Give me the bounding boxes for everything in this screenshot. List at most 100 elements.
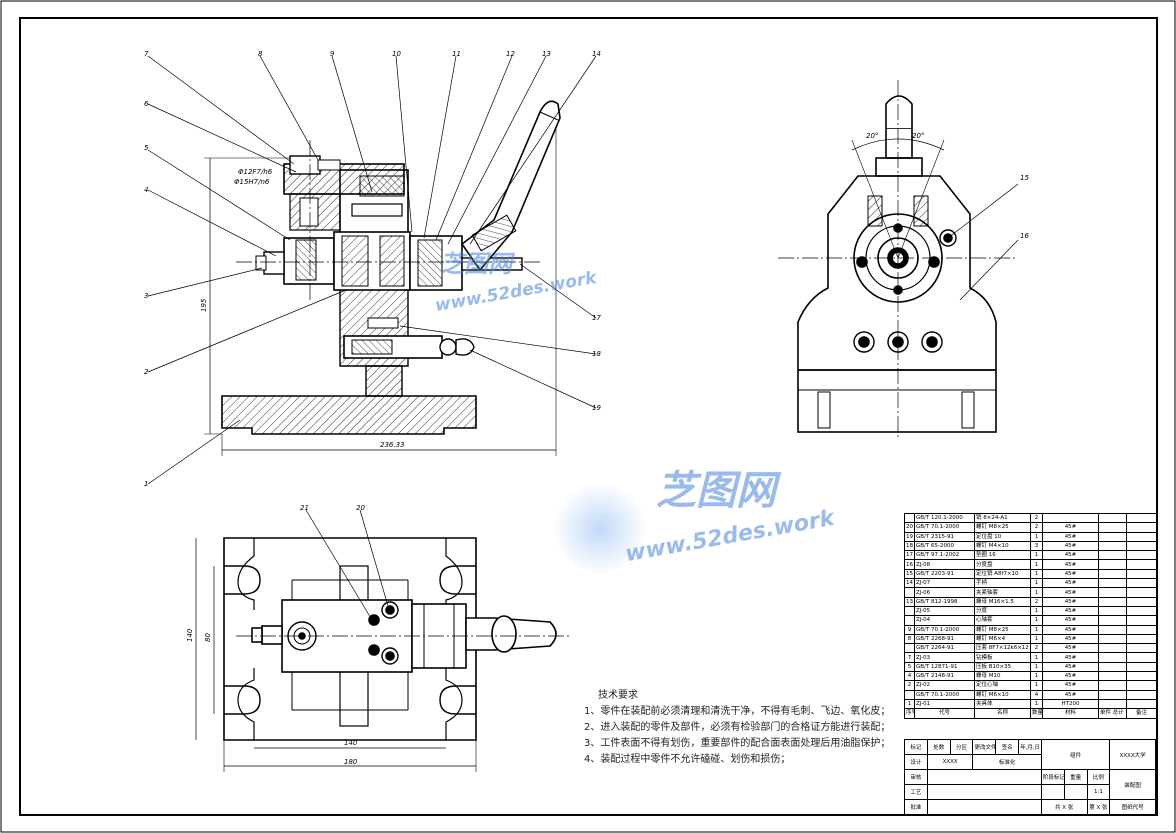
bom-cell: 45#	[1042, 531, 1099, 542]
tech-req-line-2: 2、进入装配的零件及部件，必须有检验部门的合格证方能进行装配；	[584, 722, 891, 733]
watermark-brand-2: 芝图网	[656, 468, 776, 514]
bom-cell: 18	[904, 540, 915, 552]
bom-cell: 1	[1030, 568, 1043, 580]
tb-process: 工艺	[904, 784, 928, 800]
dim-fit-2: Φ15H7/n6	[234, 178, 270, 186]
bom-cell	[1126, 550, 1157, 561]
bom-cell	[1126, 596, 1157, 607]
bom-cell	[1126, 540, 1157, 552]
bom-cell: ZJ-02	[914, 680, 975, 691]
bom-cell: 1	[1030, 578, 1043, 589]
bom-cell: 分度	[974, 605, 1031, 617]
bom-cell	[1098, 559, 1127, 570]
bom-cell	[1126, 587, 1157, 598]
bom-header-cell: 数量	[1030, 708, 1043, 719]
bom-cell: 手柄	[974, 578, 1031, 589]
bom-cell: 7	[904, 652, 915, 663]
bom-cell	[1126, 671, 1157, 682]
part-label-5: 5	[144, 144, 149, 152]
tb-sheet-total: 共 X 张	[1040, 799, 1088, 815]
bom-cell	[1098, 689, 1127, 700]
tech-req-title: 技术要求	[598, 690, 638, 701]
bom-cell: 13	[904, 596, 915, 607]
dim-236: 236.33	[380, 441, 405, 449]
bom-cell: ZJ-08	[914, 559, 975, 570]
bom-cell: ZJ-06	[914, 587, 975, 598]
bom-header-cell: 代号	[914, 708, 975, 719]
bom-cell: 1	[904, 698, 915, 710]
bom-cell	[1098, 661, 1127, 673]
tb-zone: 分区	[949, 739, 974, 755]
part-label-18: 18	[592, 350, 601, 358]
bom-cell: GB/T 70.1-2000	[914, 522, 975, 533]
bom-cell	[1126, 680, 1157, 691]
bom-cell	[1098, 633, 1127, 645]
bom-cell	[1098, 540, 1127, 552]
bom-cell: GB/T 120.1-2000	[914, 512, 975, 524]
bom-cell: GB/T 2264-91	[914, 643, 975, 654]
bom-cell	[1126, 522, 1157, 533]
bom-cell: 心轴套	[974, 615, 1031, 626]
part-label-16: 16	[1020, 232, 1029, 240]
part-label-4: 4	[144, 186, 148, 194]
part-label-8: 8	[258, 50, 263, 58]
bom-cell: 5	[904, 661, 915, 673]
bom-cell	[1098, 671, 1127, 682]
bom-cell	[1098, 615, 1127, 626]
bom-cell: 45#	[1042, 605, 1099, 617]
bom-cell	[904, 512, 915, 524]
bom-cell	[1126, 652, 1157, 663]
bom-cell: 销 8×24-A1	[974, 512, 1031, 524]
bom-header-cell: 材料	[1042, 708, 1099, 719]
bom-cell	[1126, 559, 1157, 570]
bom-cell	[904, 605, 915, 617]
bom-cell: 1	[1030, 550, 1043, 561]
part-label-1: 1	[144, 480, 148, 488]
tb-scale-value: 1:1	[1086, 784, 1111, 800]
tb-date: 年,月,日	[1018, 739, 1042, 755]
tech-req-line-4: 4、装配过程中零件不允许磕碰、划伤和损伤；	[584, 754, 791, 765]
bom-cell: GB/T 2268-91	[914, 633, 975, 645]
tb-sign: 签名	[995, 739, 1020, 755]
bom-cell: 45#	[1042, 587, 1099, 598]
bom-cell: 45#	[1042, 550, 1099, 561]
bom-header-row: 序号 代号 名称 数量 材料 单件 总计 重量 备注	[904, 708, 1157, 719]
bom-cell	[1098, 605, 1127, 617]
bom-cell: 45#	[1042, 671, 1099, 682]
tech-req-line-3: 3、工件表面不得有划伤，重要部件的配合面表面处理后用油脂保护；	[584, 738, 891, 749]
bom-cell	[1098, 512, 1127, 524]
bom-cell: 螺钉 M8×25	[974, 624, 1031, 635]
bom-cell: 19	[904, 531, 915, 542]
bom-cell	[1098, 643, 1127, 654]
part-label-10: 10	[392, 50, 401, 58]
bom-cell: 45#	[1042, 633, 1099, 645]
bom-cell: GB/T 2315-91	[914, 531, 975, 542]
bom-cell: 1	[1030, 680, 1043, 691]
bom-cell: GB/T 2203-91	[914, 568, 975, 580]
bom-cell: 压套 8F7×12k6×12	[974, 643, 1031, 654]
bom-cell: 螺钉 M6×10	[974, 689, 1031, 700]
bom-cell: 螺钉 M8×25	[974, 522, 1031, 533]
tb-designer: XXXX	[926, 754, 974, 770]
dim-195: 195	[200, 298, 208, 312]
bom-cell: GB/T 2148-91	[914, 671, 975, 682]
bom-cell: GB/T 12871-91	[914, 661, 975, 673]
part-label-7: 7	[144, 50, 149, 58]
dim-80: 80	[204, 633, 212, 642]
bom-cell	[904, 643, 915, 654]
bom-cell: GB/T 65-2000	[914, 540, 975, 552]
